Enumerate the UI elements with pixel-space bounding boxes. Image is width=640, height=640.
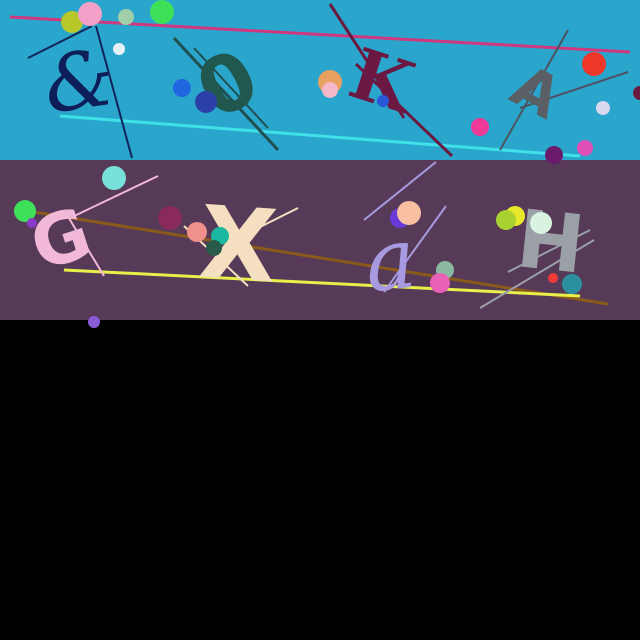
noise-line [69, 175, 159, 219]
noise-dot [471, 118, 489, 136]
noise-dot [27, 218, 37, 228]
noise-dot [548, 273, 558, 283]
noise-line [59, 114, 581, 158]
noise-line [499, 29, 569, 151]
noise-dot [102, 166, 126, 190]
noise-dot [322, 82, 338, 98]
noise-dot [118, 9, 134, 25]
noise-dot [88, 316, 100, 328]
noise-line [63, 268, 581, 298]
noise-dot [14, 200, 36, 222]
bottom-band [0, 320, 640, 640]
noise-dot [61, 11, 83, 33]
noise-dot [206, 240, 222, 256]
noise-dot [150, 0, 174, 24]
noise-dot [187, 222, 207, 242]
noise-dot [496, 210, 516, 230]
noise-dot [545, 146, 563, 164]
noise-line [9, 15, 631, 54]
noise-dot [582, 52, 606, 76]
noise-line [383, 205, 447, 293]
noise-line [95, 25, 133, 159]
noise-dot [530, 212, 552, 234]
captcha-glyph: & [38, 33, 119, 132]
noise-line [519, 71, 629, 109]
noise-dot [633, 86, 640, 100]
noise-dot [113, 43, 125, 55]
noise-line [507, 229, 591, 273]
captcha-glyph: a [360, 209, 420, 312]
noise-dot [562, 274, 582, 294]
noise-dot [158, 206, 182, 230]
noise-line [63, 209, 105, 277]
noise-dot [430, 273, 450, 293]
noise-line [172, 36, 280, 152]
noise-dot [596, 101, 610, 115]
noise-line [354, 62, 454, 158]
noise-dot [377, 95, 389, 107]
noise-line [363, 161, 437, 221]
noise-line [27, 25, 93, 59]
noise-dot [577, 140, 593, 156]
noise-line [193, 47, 269, 129]
noise-dot [397, 201, 421, 225]
noise-dot [173, 79, 191, 97]
noise-dot [78, 2, 102, 26]
noise-line [479, 239, 595, 309]
noise-dot [195, 91, 217, 113]
noise-line [225, 207, 299, 245]
